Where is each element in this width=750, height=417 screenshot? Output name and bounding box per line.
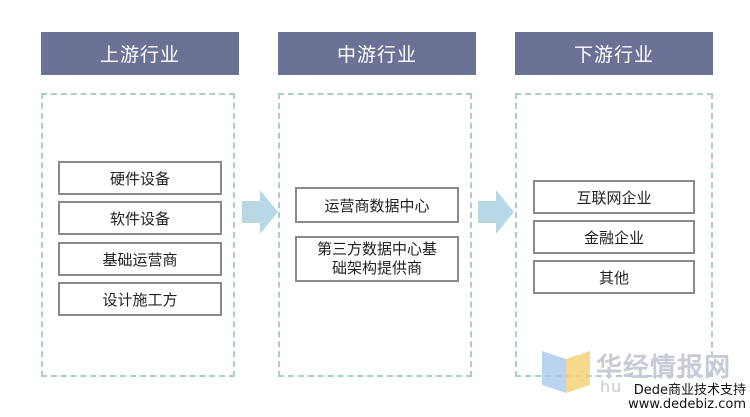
upstream-item-software: 软件设备 — [58, 201, 222, 235]
midstream-column: 中游行业 运营商数据中心 第三方数据中心基 础架构提供商 — [278, 32, 476, 377]
midstream-item-operator-datacenter: 运营商数据中心 — [295, 187, 459, 223]
midstream-item-third-party-provider: 第三方数据中心基 础架构提供商 — [295, 236, 459, 282]
watermark: 华经情报网 hu Dede商业技术支持 www.dedebiz.com — [540, 345, 750, 417]
upstream-header: 上游行业 — [41, 32, 239, 75]
upstream-column: 上游行业 硬件设备 软件设备 基础运营商 设计施工方 — [41, 32, 239, 377]
downstream-item-other: 其他 — [533, 260, 695, 294]
flow-arrow-icon — [478, 190, 514, 234]
watermark-brand: 华经情报网 — [596, 353, 732, 383]
midstream-header: 中游行业 — [278, 32, 476, 75]
watermark-brand-sub: hu — [600, 377, 623, 396]
brand-logo-icon — [542, 351, 590, 393]
downstream-panel: 互联网企业 金融企业 其他 — [515, 93, 713, 377]
upstream-item-design-construction: 设计施工方 — [58, 282, 222, 316]
upstream-panel: 硬件设备 软件设备 基础运营商 设计施工方 — [41, 93, 235, 377]
upstream-item-hardware: 硬件设备 — [58, 161, 222, 195]
watermark-support-text: Dede商业技术支持 — [631, 379, 748, 398]
watermark-url: www.dedebiz.com — [626, 397, 748, 412]
downstream-column: 下游行业 互联网企业 金融企业 其他 — [515, 32, 713, 377]
downstream-item-finance: 金融企业 — [533, 220, 695, 254]
midstream-panel: 运营商数据中心 第三方数据中心基 础架构提供商 — [278, 93, 472, 377]
downstream-item-internet: 互联网企业 — [533, 180, 695, 214]
flow-arrow-icon — [242, 190, 278, 234]
downstream-header: 下游行业 — [515, 32, 713, 75]
upstream-item-basic-operator: 基础运营商 — [58, 242, 222, 276]
